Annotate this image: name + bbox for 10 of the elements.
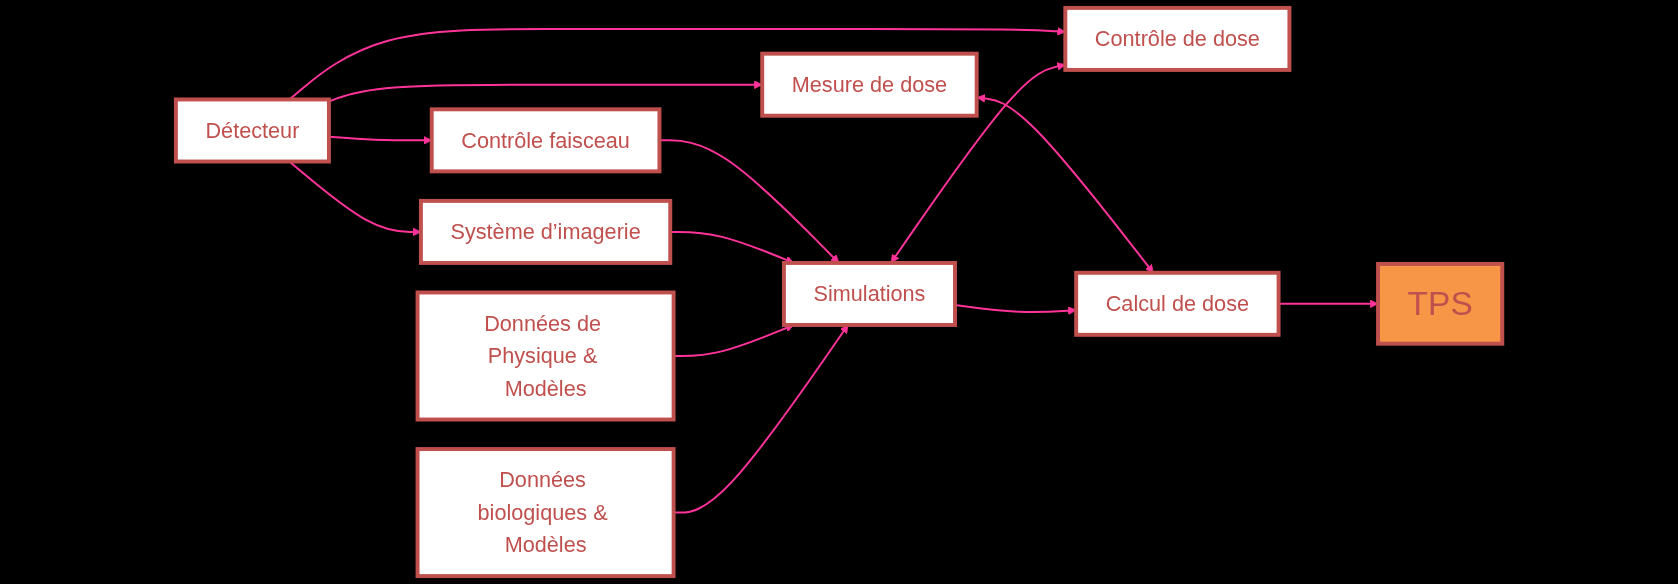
node-box: Contrôle faisceau <box>429 107 662 174</box>
node-box: Simulations <box>781 260 957 327</box>
node-box: Contrôle de dose <box>1063 5 1292 72</box>
node-box: Calcul de dose <box>1074 270 1281 337</box>
node-box: TPS <box>1376 261 1505 346</box>
node-box: Détecteur <box>173 97 331 164</box>
node-box: Données de Physique & Modèles <box>415 290 676 422</box>
node-box: Données biologiques & Modèles <box>415 447 676 579</box>
node-box: Système d’imagerie <box>418 198 673 265</box>
node-box: Mesure de dose <box>760 51 979 118</box>
